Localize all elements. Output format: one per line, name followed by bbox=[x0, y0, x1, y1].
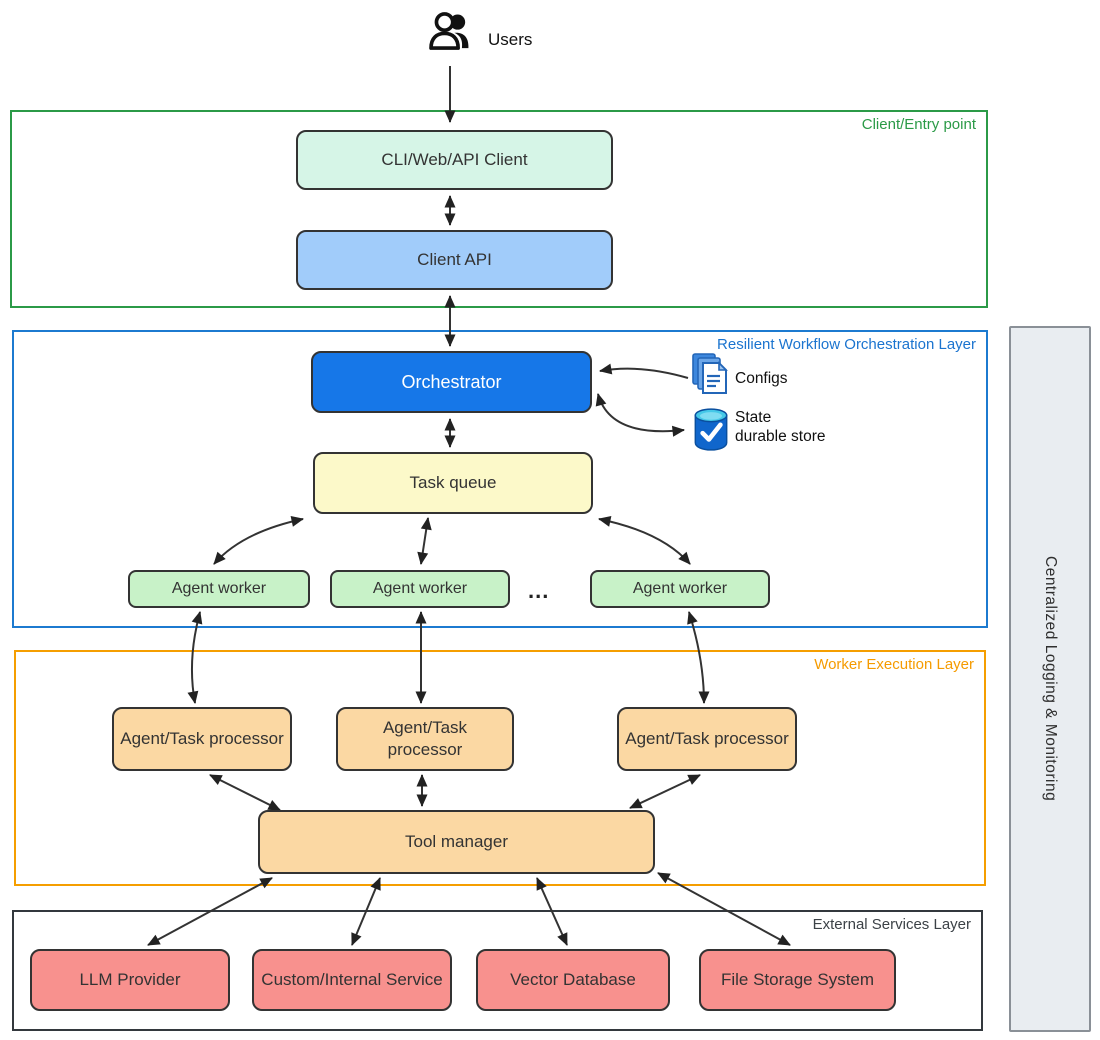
state-store-label-line1: State bbox=[735, 409, 772, 426]
arrow-processor1-toolmanager bbox=[209, 774, 281, 811]
node-processor-2-label: Agent/Task processor bbox=[382, 718, 468, 759]
arrow-configs-to-orchestrator bbox=[599, 363, 689, 379]
layer-label-external: External Services Layer bbox=[812, 916, 971, 933]
state-store-label-line2: durable store bbox=[735, 428, 826, 445]
node-agent-worker-2-label: Agent worker bbox=[372, 580, 468, 597]
configs-label: Configs bbox=[735, 370, 788, 387]
node-processor-1-label: Agent/Task processor bbox=[120, 729, 284, 748]
node-processor-3-label: Agent/Task processor bbox=[625, 729, 789, 748]
users-icon bbox=[424, 8, 476, 65]
node-file-storage-system-label: File Storage System bbox=[720, 970, 875, 989]
workers-ellipsis: ... bbox=[528, 578, 550, 603]
layer-label-client: Client/Entry point bbox=[861, 116, 976, 133]
users-label: Users bbox=[488, 30, 533, 49]
layer-label-orchestration: Resilient Workflow Orchestration Layer bbox=[717, 336, 976, 353]
arrow-worker3-processor3 bbox=[687, 611, 710, 704]
node-agent-worker-2: Agent worker bbox=[330, 570, 510, 608]
state-database-check-icon bbox=[693, 406, 729, 457]
node-vector-database-label: Vector Database bbox=[510, 970, 636, 989]
node-orchestrator: Orchestrator bbox=[311, 351, 592, 413]
node-orchestrator-label: Orchestrator bbox=[401, 372, 502, 392]
layer-external-services: External Services Layer bbox=[12, 910, 983, 1031]
node-custom-internal-service: Custom/Internal Service bbox=[252, 949, 452, 1011]
centralized-logging-monitoring-bar: Centralized Logging & Monitoring bbox=[1009, 326, 1091, 1032]
layer-worker-execution: Worker Execution Layer bbox=[14, 650, 986, 886]
node-agent-worker-1: Agent worker bbox=[128, 570, 310, 608]
node-cli-web-api-client: CLI/Web/API Client bbox=[296, 130, 613, 190]
node-task-queue: Task queue bbox=[313, 452, 593, 514]
node-processor-2: Agent/Task processor bbox=[336, 707, 514, 771]
node-agent-worker-3-label: Agent worker bbox=[632, 580, 728, 597]
node-task-queue-label: Task queue bbox=[409, 473, 497, 492]
layer-orchestration: Resilient Workflow Orchestration Layer bbox=[12, 330, 988, 628]
node-llm-provider: LLM Provider bbox=[30, 949, 230, 1011]
node-custom-internal-service-label: Custom/Internal Service bbox=[261, 970, 443, 989]
arrow-toolmanager-filestorage bbox=[657, 872, 791, 946]
arrow-toolmanager-llm bbox=[147, 877, 273, 946]
arrow-toolmanager-vectordb bbox=[536, 877, 568, 946]
arrow-taskqueue-worker3 bbox=[598, 515, 691, 565]
node-llm-provider-label: LLM Provider bbox=[79, 970, 181, 989]
layer-label-worker: Worker Execution Layer bbox=[814, 656, 974, 673]
arrow-worker1-processor1 bbox=[187, 611, 203, 704]
arrow-taskqueue-worker1 bbox=[213, 516, 304, 565]
node-agent-worker-1-label: Agent worker bbox=[171, 580, 267, 597]
node-processor-1: Agent/Task processor bbox=[112, 707, 292, 771]
arrow-toolmanager-custom bbox=[351, 877, 381, 946]
node-processor-3: Agent/Task processor bbox=[617, 707, 797, 771]
node-file-storage-system: File Storage System bbox=[699, 949, 896, 1011]
node-vector-database: Vector Database bbox=[476, 949, 670, 1011]
node-tool-manager: Tool manager bbox=[258, 810, 655, 874]
arrow-processor3-toolmanager bbox=[629, 774, 701, 809]
sidebar-label: Centralized Logging & Monitoring bbox=[1042, 556, 1059, 802]
layer-client-entry-point: Client/Entry point bbox=[10, 110, 988, 308]
node-client-api: Client API bbox=[296, 230, 613, 290]
node-cli-web-api-client-label: CLI/Web/API Client bbox=[381, 150, 528, 169]
state-store-label: State durable store bbox=[735, 408, 825, 446]
node-tool-manager-label: Tool manager bbox=[404, 832, 508, 851]
node-client-api-label: Client API bbox=[417, 250, 492, 269]
configs-documents-icon bbox=[690, 352, 732, 403]
arrow-taskqueue-worker2 bbox=[417, 517, 432, 565]
arrow-orchestrator-statestore bbox=[595, 393, 685, 437]
node-agent-worker-3: Agent worker bbox=[590, 570, 770, 608]
